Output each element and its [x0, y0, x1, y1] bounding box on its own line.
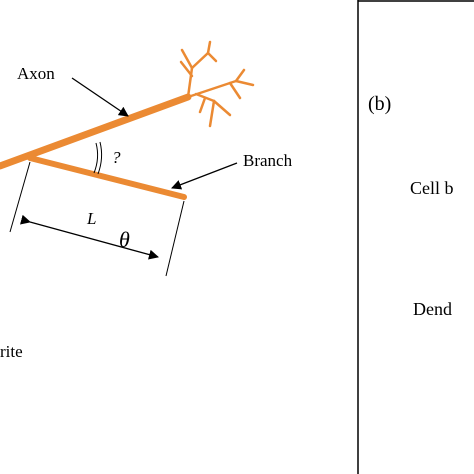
angle-arc-inner: [93, 142, 99, 174]
cell-body-label-fragment: Cell b: [410, 178, 454, 198]
branch-label: Branch: [243, 151, 293, 170]
length-label: L: [86, 209, 96, 228]
theta-label: θ: [119, 227, 130, 252]
angle-question-label: ?: [112, 148, 121, 167]
branch-label-arrow: [171, 162, 238, 190]
left-panel: Axon Branch ? L θ rite: [0, 40, 293, 361]
axon-label: Axon: [17, 64, 55, 83]
dendrite-label-fragment: rite: [0, 342, 23, 361]
axon-label-arrow: [71, 77, 129, 117]
axon-terminal-arbor: [179, 40, 255, 128]
branch-line: [27, 155, 187, 200]
panel-b-label: (b): [368, 93, 391, 115]
axon-shaft: [0, 93, 192, 170]
length-extension-left: [9, 161, 31, 233]
angle-arc: [97, 141, 103, 175]
dendrite-label-right-fragment: Dend: [413, 299, 452, 319]
right-panel: (b) Cell b Dend: [357, 0, 474, 474]
length-extension-right: [165, 200, 185, 277]
length-dimension-arrow: [19, 214, 159, 260]
